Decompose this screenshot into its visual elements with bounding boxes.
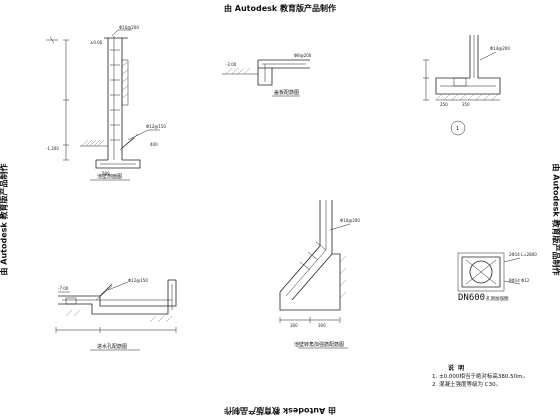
rebar-label: Φ10@200 — [119, 25, 139, 30]
wall-section-detail: Φ10@200 ±0.00 -1.200 Φ12@150 500 400 池壁剖… — [46, 25, 166, 181]
rebar-label: Φ8@200 — [294, 53, 312, 58]
rebar-label: Φ12@150 — [128, 278, 148, 283]
cover-slab-detail: -2.00 Φ8@200 盖板配筋图 — [222, 53, 312, 97]
dn600-caption: 孔洞加强图 — [486, 297, 509, 302]
notes-title: 说 明 — [448, 365, 466, 372]
rebar-label: Φ12@150 — [146, 124, 166, 129]
level-label: -2.00 — [226, 62, 237, 67]
rebar-label: Φ14@200 — [490, 46, 510, 51]
watermark-top: 由 Autodesk 教育版产品制作 — [223, 4, 336, 13]
dimension-label: 400 — [150, 142, 158, 147]
detail-number-circle — [450, 120, 466, 136]
corner-reinforcement-detail: Φ10@200 300 300 池壁转角加强筋配筋图 — [279, 200, 360, 349]
outlet-caption: 进水孔配筋图 — [97, 343, 127, 350]
level-label: ±0.00 — [90, 40, 103, 45]
dimension-label: 250 — [440, 102, 448, 107]
wall-section-caption: 池壁剖面图 — [97, 173, 122, 180]
corner-caption: 池壁转角加强筋配筋图 — [294, 341, 344, 348]
cover-slab-caption: 盖板配筋图 — [274, 89, 299, 96]
dimension-label: 300 — [318, 323, 326, 328]
inlet-detail: Φ14@200 250 350 1 — [423, 35, 510, 136]
dimension-label: 500 — [102, 171, 110, 176]
dn600-label: DN600 — [458, 293, 486, 303]
dimension-label: 300 — [290, 323, 298, 328]
rebar-label: Φ10@200 — [340, 218, 360, 223]
outlet-channel-detail: -7.00 Φ12@150 进水孔配筋图 — [55, 278, 177, 351]
note-2: 2. 混凝土强度等级为 C30。 — [432, 382, 502, 388]
dn600-opening-detail: 2Φ14 L=2800 8Φ14 Φ12 — [457, 252, 537, 292]
rebar-label: 2Φ14 L=2800 — [509, 252, 537, 257]
level-label: -7.00 — [58, 286, 69, 291]
rebar-label: 8Φ14 Φ12 — [509, 278, 530, 283]
dimension-label: 350 — [462, 102, 470, 107]
note-1: 1. ±0.000相当于绝对标高380.50m。 — [432, 374, 528, 380]
level-label: -1.200 — [46, 146, 59, 151]
detail-number: 1 — [456, 126, 459, 132]
